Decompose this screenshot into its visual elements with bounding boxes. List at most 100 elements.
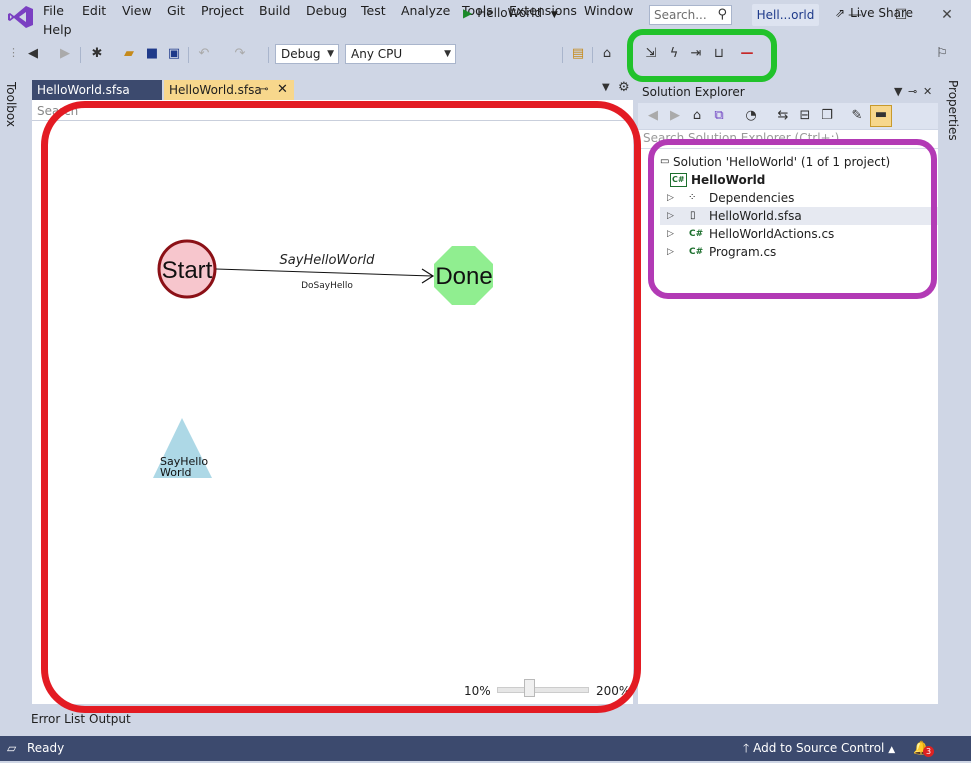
menu-edit[interactable]: Edit — [82, 3, 107, 18]
tree-item-dependencies[interactable]: ▷ ⁘ Dependencies — [660, 189, 936, 207]
preview-selected-icon[interactable]: ▬ — [870, 105, 892, 127]
show-all-files-icon[interactable]: ❐ — [821, 108, 833, 123]
feedback-icon[interactable]: ⚐ — [936, 46, 948, 61]
gear-icon[interactable]: ⚙ — [618, 80, 630, 95]
document-tab-2-active[interactable]: HelloWorld.sfsa ⊸ ✕ — [164, 80, 294, 100]
csharp-icon: C# — [689, 229, 704, 239]
run-to-cursor-icon[interactable]: ϟ — [669, 46, 679, 61]
back-icon[interactable]: ◀ — [648, 108, 658, 123]
menu-debug[interactable]: Debug — [306, 3, 348, 18]
pending-changes-filter-icon[interactable]: ◔ — [745, 108, 757, 123]
toolbox-tab[interactable]: Toolbox — [4, 82, 18, 127]
pin-icon[interactable]: ⊸ — [260, 84, 269, 95]
zoom-slider-track[interactable] — [497, 687, 589, 693]
toolbar-separator — [268, 47, 269, 63]
state-diagram: Start SayHelloWorld DoSayHello Done SayH… — [153, 239, 493, 479]
step-into-icon[interactable]: ⇲ — [645, 46, 657, 61]
tree-item-program-cs[interactable]: ▷ C# Program.cs — [660, 243, 936, 261]
step-over-icon[interactable]: ⇥ — [690, 46, 702, 61]
action-node-label-1: SayHello — [160, 455, 208, 468]
redo-icon[interactable]: ↷ — [234, 46, 246, 61]
menu-file[interactable]: File — [43, 3, 64, 18]
navigate-back-icon[interactable]: ◀ — [28, 46, 38, 61]
home-icon[interactable]: ⌂ — [692, 108, 702, 123]
menu-window[interactable]: Window — [584, 3, 634, 18]
save-icon[interactable]: ■ — [145, 46, 159, 61]
browse-folder-icon[interactable]: ▤ — [571, 46, 585, 61]
live-share-label: Live Share — [850, 6, 914, 20]
menu-view[interactable]: View — [122, 3, 152, 18]
project-label: HelloWorld — [691, 173, 766, 187]
start-state-node[interactable] — [157, 239, 217, 299]
expand-arrow-icon[interactable]: ▷ — [667, 193, 674, 203]
tab-overflow-icon[interactable]: ▼ — [602, 82, 610, 93]
add-to-source-control-button[interactable]: 🡑 Add to Source Control ▲ — [743, 736, 895, 763]
solution-explorer-toolbar: ◀ ▶ ⌂ ⧉ ◔ ⇆ ⊟ ❐ ✎ ▬ — [638, 103, 938, 129]
forward-icon[interactable]: ▶ — [670, 108, 680, 123]
close-tab-icon[interactable]: ✕ — [277, 82, 288, 97]
switch-views-icon[interactable]: ⧉ — [714, 108, 724, 123]
file-icon: ▯ — [690, 210, 696, 221]
transition-action-label: DoSayHello — [301, 281, 353, 291]
sync-icon[interactable]: ⇆ — [777, 108, 789, 123]
transition-edge[interactable] — [215, 268, 433, 277]
tree-item-helloworld-sfsa[interactable]: ▷ ▯ HelloWorld.sfsa — [660, 207, 936, 225]
menu-help[interactable]: Help — [43, 22, 72, 37]
menu-extensions[interactable]: Extensions — [509, 3, 577, 18]
platform-dropdown[interactable]: Any CPU ▼ — [345, 44, 456, 64]
zoom-slider-thumb[interactable] — [523, 679, 535, 697]
undo-icon[interactable]: ↶ — [198, 46, 210, 61]
csharp-project-icon: C# — [670, 173, 687, 187]
collapse-all-icon[interactable]: ⊟ — [799, 108, 811, 123]
action-node[interactable] — [153, 418, 212, 478]
arrow-up-icon: 🡑 — [743, 741, 750, 755]
menu-analyze[interactable]: Analyze — [401, 3, 451, 18]
menu-tools[interactable]: Tools — [462, 3, 493, 18]
open-folder-icon[interactable]: ▰ — [124, 46, 134, 61]
menu-git[interactable]: Git — [167, 3, 186, 18]
maximize-icon[interactable]: ☐ — [894, 7, 908, 23]
step-out-icon[interactable]: ⊔ — [713, 46, 725, 61]
search-input[interactable]: Search... ⚲ — [649, 5, 732, 25]
tree-row-selection — [660, 207, 938, 225]
expand-arrow-icon[interactable]: ▷ — [667, 247, 674, 257]
tree-project[interactable]: C# HelloWorld — [660, 171, 936, 189]
error-list-tab[interactable]: Error List — [31, 712, 86, 726]
expand-arrow-icon[interactable]: ▷ — [667, 229, 674, 239]
arrowhead-icon — [421, 268, 435, 284]
solution-explorer-search-input[interactable]: Search Solution Explorer (Ctrl+;) — [638, 131, 938, 149]
designer-search-placeholder: Search — [37, 104, 79, 118]
solution-explorer-search-placeholder: Search Solution Explorer (Ctrl+;) — [643, 131, 840, 145]
expand-arrow-icon[interactable]: ▷ — [667, 211, 674, 221]
configuration-dropdown[interactable]: Debug ▼ — [275, 44, 339, 64]
properties-tab[interactable]: Properties — [946, 80, 960, 141]
zoom-max-label: 200% — [596, 684, 631, 698]
navigate-forward-icon[interactable]: ▶ — [60, 46, 70, 61]
dependencies-icon: ⁘ — [688, 192, 697, 203]
output-tab[interactable]: Output — [89, 712, 131, 726]
start-debugging-button[interactable]: ▶HelloWorld ▼ — [463, 3, 558, 23]
document-tab-1[interactable]: HelloWorld.sfsa — [32, 80, 162, 100]
close-window-icon[interactable]: ✕ — [941, 7, 953, 23]
properties-wrench-icon[interactable]: ✎ — [851, 108, 863, 123]
menu-project[interactable]: Project — [201, 3, 244, 18]
new-project-icon[interactable]: ✱ — [91, 46, 103, 61]
done-state-node[interactable] — [434, 246, 493, 305]
stop-icon[interactable]: — — [740, 46, 754, 61]
tree-item-helloworldactions-cs[interactable]: ▷ C# HelloWorldActions.cs — [660, 225, 936, 243]
menu-test[interactable]: Test — [361, 3, 386, 18]
minimize-icon[interactable]: — — [848, 7, 862, 23]
close-pane-icon[interactable]: ✕ — [923, 85, 933, 98]
window-position-icon[interactable]: ▼ — [894, 85, 903, 98]
solution-explorer-header: Solution Explorer ▼ ⊸ ✕ — [638, 82, 938, 102]
menu-build[interactable]: Build — [259, 3, 291, 18]
tree-item-label: HelloWorld.sfsa — [709, 209, 802, 223]
tree-solution[interactable]: ▭ Solution 'HelloWorld' (1 of 1 project) — [660, 153, 936, 171]
camera-icon[interactable]: ⌂ — [602, 46, 612, 61]
designer-search-input[interactable]: Search — [32, 101, 633, 121]
visual-studio-logo — [8, 6, 33, 28]
live-share-button[interactable]: ⇗Live Share — [835, 3, 913, 23]
save-all-icon[interactable]: ▣ — [167, 46, 181, 61]
solution-title[interactable]: Hell...orld — [752, 4, 819, 26]
pin-icon[interactable]: ⊸ — [908, 85, 918, 98]
